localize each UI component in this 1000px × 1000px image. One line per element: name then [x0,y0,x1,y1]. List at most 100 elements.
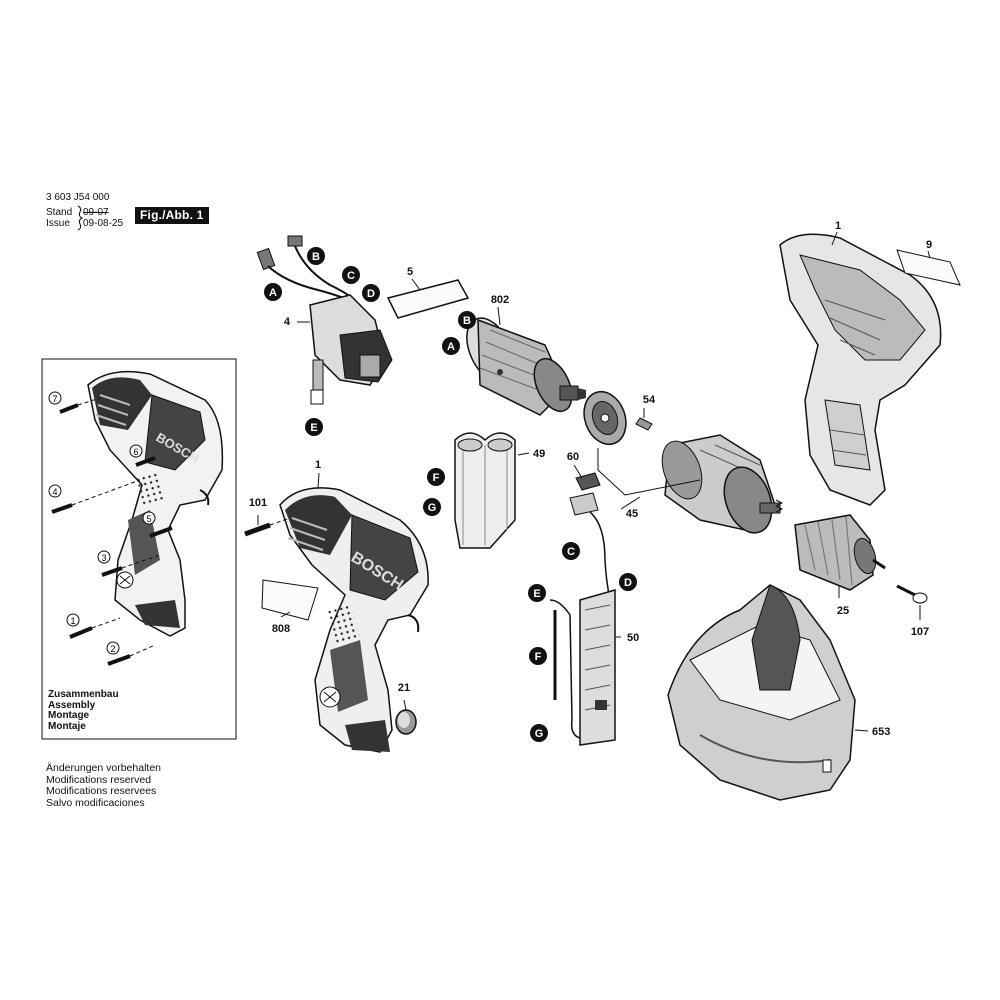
connector-c-2: C [342,266,360,284]
svg-text:G: G [428,502,437,514]
screw-107 [896,584,928,604]
connector-d-10: D [619,573,637,591]
part-5-pad [386,279,470,319]
label-21: 21 [398,682,410,694]
svg-text:A: A [269,287,277,299]
svg-text:7: 7 [52,394,57,404]
note-es: Salvo modificaciones [46,796,145,809]
connector-a-5: A [442,337,460,355]
assembly-housing: BOSCH [87,370,224,637]
label-101: 101 [249,497,267,509]
label-25: 25 [837,605,849,617]
svg-text:B: B [312,251,320,263]
connector-d-3: D [362,284,380,302]
button-21 [395,709,417,735]
label-107: 107 [911,626,929,638]
svg-text:G: G [535,728,544,740]
issue-date: 09-08-25 [83,218,124,229]
assembly-screw-7: 7 [48,391,101,414]
note-de: Änderungen vorbehalten [46,762,162,774]
svg-text:2: 2 [110,644,115,654]
motor-plate [583,390,627,446]
screw-54 [635,417,653,431]
assembly-screw-4: 4 [48,479,141,514]
label-1-right: 1 [835,220,841,232]
svg-text:5: 5 [146,514,151,524]
figure-label: Fig./Abb. 1 [135,207,209,224]
svg-text:A: A [447,341,455,353]
assembly-screws: 7 6 4 5 3 [48,391,173,666]
battery-49 [454,432,516,549]
assembly-box [41,358,237,740]
svg-text:E: E [533,588,540,600]
svg-text:F: F [433,472,440,484]
connector-e-11: E [528,584,546,602]
connector-f-12: F [529,647,547,665]
note-en: Modifications reserved [46,773,152,786]
label-9: 9 [926,239,932,251]
housing-left-half: BOSCH [279,487,429,753]
assembly-title: Zusammenbau Assembly Montage Montaje [48,689,119,732]
gearbox-45 [661,434,784,534]
label-653: 653 [872,726,890,738]
svg-text:6: 6 [133,447,138,457]
svg-text:C: C [567,546,575,558]
connector-b-6: B [458,311,476,329]
screw-101 [244,517,291,537]
connector-e-4: E [305,418,323,436]
svg-text:4: 4 [52,487,57,497]
label-802: 802 [491,294,509,306]
label-60: 60 [567,451,579,463]
label-1-center: 1 [315,459,321,471]
label-50: 50 [627,632,639,644]
connector-g-8: G [423,498,441,516]
assembly-screw-6: 6 [129,444,156,467]
label-54: 54 [643,394,656,406]
motor-802 [466,317,586,416]
chuck-25 [794,514,886,591]
svg-text:1: 1 [70,616,75,626]
svg-text:D: D [367,288,375,300]
part-labels: 4 5 802 1 9 54 49 60 45 50 25 107 653 1 … [249,220,932,738]
connector-c-9: C [562,542,580,560]
assembly-title-fr: Montage [48,710,90,721]
switch-assembly [256,235,393,405]
connector-f-7: F [427,468,445,486]
part-9-label [896,249,961,286]
connector-b-1: B [307,247,325,265]
label-5: 5 [407,266,413,278]
label-4: 4 [284,316,291,328]
part-number: 3 603 J54 000 [46,192,110,203]
svg-text:E: E [310,422,317,434]
label-808: 808 [272,623,290,635]
svg-text:C: C [347,270,355,282]
stand-label: Stand [46,207,73,218]
housing-right-half [779,233,942,506]
assembly-screw-1: 1 [66,613,121,639]
circuit-board-50 [549,589,616,746]
svg-text:B: B [463,315,471,327]
connector-a-0: A [264,283,282,301]
issue-label: Issue [46,218,70,229]
assembly-screw-2: 2 [106,641,156,666]
charger-653 [667,584,856,801]
modification-notes: Änderungen vorbehalten Modifications res… [46,762,162,809]
label-45: 45 [626,508,638,520]
part-808-nameplate [261,579,319,621]
assembly-screw-5: 5 [142,511,173,538]
svg-text:3: 3 [101,553,106,563]
leader-lines [257,231,931,732]
assembly-title-de: Zusammenbau [48,689,119,700]
assembly-title-es: Montaje [48,720,86,732]
assembly-title-en: Assembly [48,699,96,711]
stand-date: 09-07 [83,207,109,218]
svg-text:D: D [624,577,632,589]
note-fr: Modifications reservees [46,785,157,797]
connector-g-13: G [530,724,548,742]
contact-60 [569,472,611,601]
label-49: 49 [533,448,545,460]
assembly-screw-3: 3 [97,550,161,577]
